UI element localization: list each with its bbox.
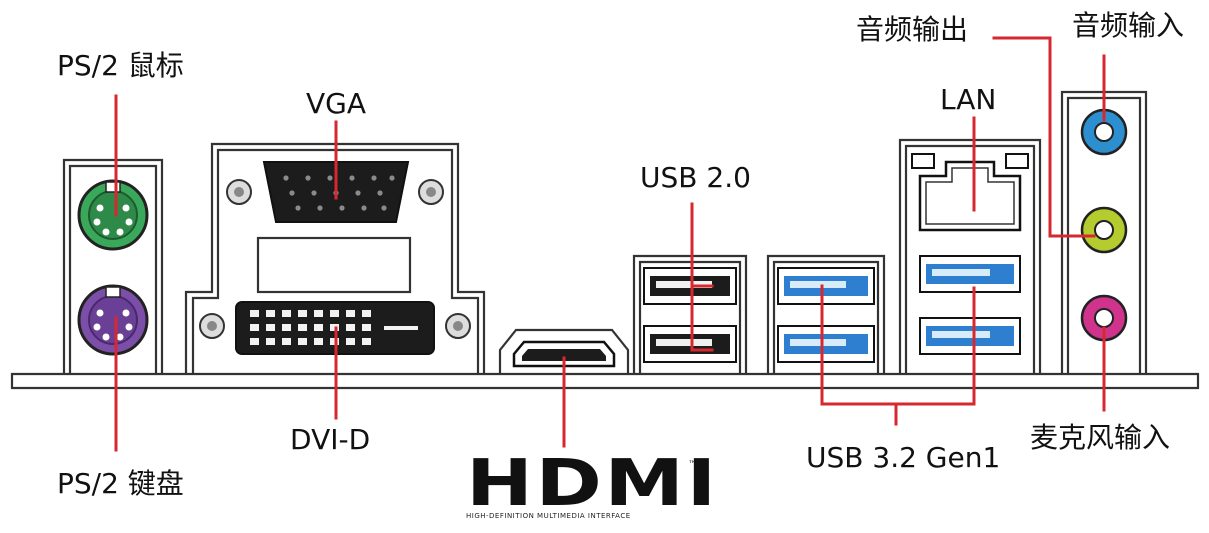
hdmi-port bbox=[512, 340, 616, 368]
label-usb20: USB 2.0 bbox=[640, 161, 751, 194]
usb20-ports bbox=[643, 267, 737, 363]
label-audio-in: 音频输入 bbox=[1072, 9, 1185, 42]
usb20-housing bbox=[632, 254, 748, 374]
label-usb32: USB 3.2 Gen1 bbox=[806, 441, 1001, 474]
label-dvid: DVI-D bbox=[290, 423, 371, 456]
audio-line-out-jack bbox=[1080, 206, 1128, 254]
hdmi-logo-subtitle: HIGH-DEFINITION MULTIMEDIA INTERFACE bbox=[466, 512, 631, 520]
hdmi-logo-word: HDMI bbox=[466, 447, 719, 521]
usb32-ports-left bbox=[777, 267, 875, 363]
label-vga: VGA bbox=[306, 87, 367, 120]
label-lan: LAN bbox=[940, 83, 997, 116]
panel-baseline bbox=[10, 372, 1200, 390]
vga-dvi-spacer bbox=[256, 236, 412, 294]
hdmi-logo-tm: ™ bbox=[688, 460, 697, 470]
lan-port bbox=[911, 153, 1029, 232]
label-ps2-mouse: PS/2 鼠标 bbox=[57, 49, 184, 82]
hdmi-logo: HDMI ™ HIGH-DEFINITION MULTIMEDIA INTERF… bbox=[466, 452, 716, 524]
ps2-housing bbox=[62, 158, 164, 374]
ps2-keyboard-port bbox=[77, 284, 149, 356]
leader-usb32 bbox=[820, 284, 976, 406]
usb32-ports-right bbox=[919, 255, 1021, 355]
lan-housing bbox=[898, 138, 1042, 374]
leader-audio-out bbox=[992, 36, 1096, 238]
usb32-housing bbox=[766, 254, 886, 374]
label-audio-out: 音频输出 bbox=[856, 13, 969, 46]
ps2-mouse-port bbox=[77, 179, 149, 251]
leader-usb20 bbox=[690, 202, 714, 352]
label-ps2-keyboard: PS/2 键盘 bbox=[57, 467, 184, 500]
audio-mic-jack bbox=[1080, 294, 1128, 342]
leader-lines bbox=[114, 36, 1106, 452]
label-mic-in: 麦克风输入 bbox=[1030, 421, 1171, 454]
hdmi-housing bbox=[498, 328, 630, 374]
